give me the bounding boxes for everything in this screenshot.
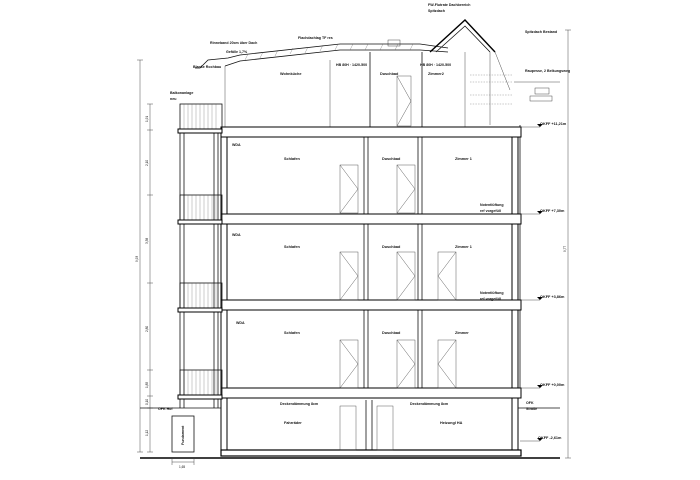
foundation-label: Fundament xyxy=(181,425,185,445)
dim-left-0: 1,91 xyxy=(145,116,149,122)
level-label-3: OKFF +0,00m xyxy=(540,383,565,387)
room-label-f4-right: Zimmer2 xyxy=(428,72,444,76)
room-label-f1-middle: Duschbad xyxy=(382,331,401,335)
dim-bottom: 1,65 xyxy=(179,465,185,469)
room-label-basement-left: Fahrräder xyxy=(284,421,302,425)
dim-left-3: 2,80 xyxy=(145,326,149,332)
ofk-street-label-2: Straße xyxy=(526,407,537,411)
level-markers xyxy=(520,124,543,442)
room-label-f1-right: Zimmer xyxy=(455,331,469,335)
wda-label-3: WDA xyxy=(236,321,245,325)
ventilation-note-2b: ref vorgefüll xyxy=(480,297,501,301)
roof-label-right-1: Spitzdach Bestand xyxy=(525,30,557,34)
roof-window-label-1: HB 80H · 1420-500 xyxy=(336,63,367,67)
dim-left-4: 1,85 xyxy=(145,382,149,388)
roof-label-ridge: Flachdachlag TF res xyxy=(298,36,333,40)
wda-label-2: WDA xyxy=(232,233,241,237)
floor-slabs xyxy=(140,126,560,459)
wda-label-1: WDA xyxy=(232,143,241,147)
level-label-1: OKFF +7,30m xyxy=(540,209,565,213)
ventilation-note-1b: ref vorgefüll xyxy=(480,209,501,213)
balconies xyxy=(177,103,223,408)
balcony-label-1: Balkonanlage xyxy=(170,91,193,95)
room-label-f4-left: Wohnküche xyxy=(280,72,301,76)
ofk-street-label-1: OFK xyxy=(526,401,534,405)
dim-left-2: 3,38 xyxy=(145,238,149,244)
dim-total-left: 9,93 xyxy=(135,256,139,262)
basement-ceiling-label-left: Deckendämmung 8cm xyxy=(280,402,318,406)
roof-label-slope: Gefälle 1,7% xyxy=(226,50,248,54)
room-label-f3-middle: Duschbad xyxy=(382,157,401,161)
roof-window-label-2: HB 80H · 1420-500 xyxy=(420,63,451,67)
level-label-4: OKFF -2,61m xyxy=(538,436,562,440)
room-label-f3-right: Zimmer 1 xyxy=(455,157,472,161)
roof-label-right-2: Raupesse, 2 Belkungsweg xyxy=(525,69,570,73)
roof-insulation-hatch xyxy=(244,43,414,61)
dim-total-right: 9,77 xyxy=(563,246,567,252)
roof-label-top-1: FW-Flutrate Dachbereich xyxy=(428,3,470,7)
roof-label-edge: Blanke Rochbau xyxy=(193,65,221,69)
room-label-f4-middle: Duschbad xyxy=(380,72,399,76)
dim-left-5: 0,10 xyxy=(145,399,149,405)
ventilation-note-1a: Notentlüftung xyxy=(480,203,504,207)
ventilation-note-2a: Notentlüftung xyxy=(480,291,504,295)
room-label-basement-right: Heizungl HA xyxy=(440,421,463,425)
ofk-hof-label: OFK Hof xyxy=(158,407,173,411)
foundation-block xyxy=(171,415,195,453)
basement-ceiling-label-right: Deckendämmung 8cm xyxy=(410,402,448,406)
room-label-f1-left: Schlafen xyxy=(284,331,301,335)
roof-label-top-2: Spitzdach xyxy=(428,9,445,13)
room-label-f2-left: Schlafen xyxy=(284,245,301,249)
roof-label-gutter: Rinneband 20cm über Dach xyxy=(210,41,257,45)
balcony-label-2: neu xyxy=(170,97,176,101)
room-label-f2-middle: Duschbad xyxy=(382,245,401,249)
dim-left-1: 2,10 xyxy=(145,160,149,166)
dimension-lines xyxy=(137,29,571,465)
level-label-0: OKFF +11,21m xyxy=(540,122,567,126)
room-label-f3-left: Schlafen xyxy=(284,157,301,161)
level-label-2: OKFF +3,86m xyxy=(540,295,565,299)
roof-structure xyxy=(195,19,560,130)
dim-left-6: 1,12 xyxy=(145,430,149,436)
room-label-f2-right: Zimmer 1 xyxy=(455,245,472,249)
doors xyxy=(339,75,457,451)
